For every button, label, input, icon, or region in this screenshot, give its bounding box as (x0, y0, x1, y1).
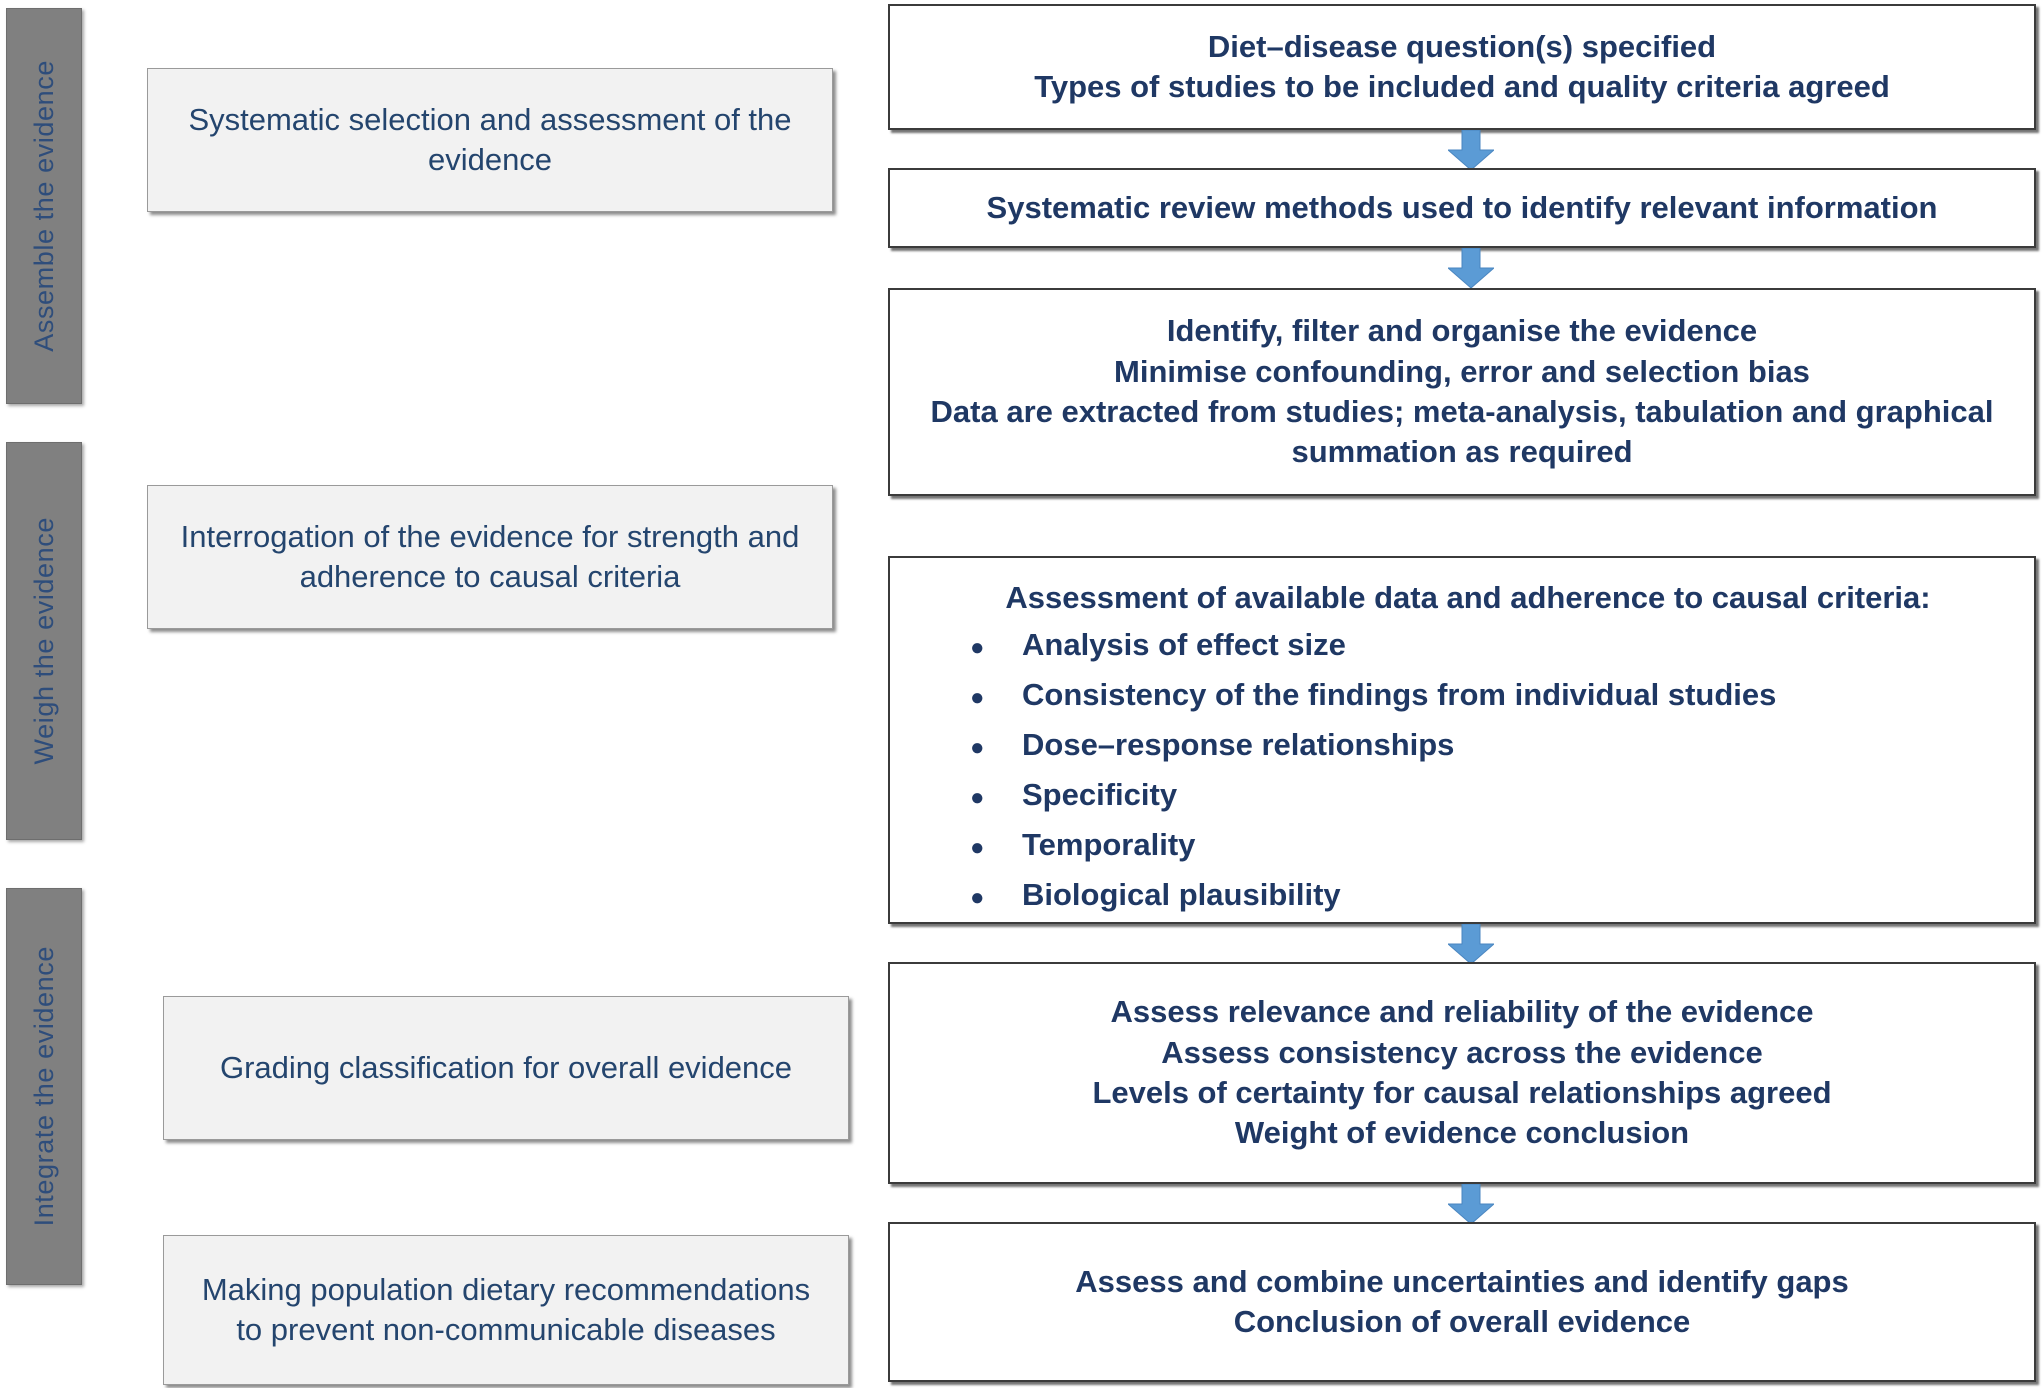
process-box-systematic-review-methods: Systematic review methods used to identi… (888, 168, 2036, 248)
process-line: Types of studies to be included and qual… (1034, 69, 1890, 104)
description-text: Systematic selection and assessment of t… (188, 102, 792, 177)
stage-bar-assemble: Assemble the evidence (6, 8, 82, 404)
process-line: Assess consistency across the evidence (1161, 1034, 1763, 1070)
arrow-down-icon (1448, 1184, 1494, 1224)
list-item-label: Analysis of effect size (1022, 627, 1346, 662)
list-item: ● Consistency of the findings from indiv… (970, 677, 2034, 713)
description-text: Grading classification for overall evide… (219, 1050, 793, 1086)
process-box-identify-filter-organise: Identify, filter and organise the eviden… (888, 288, 2036, 496)
list-item-label: Consistency of the findings from individ… (1022, 677, 1777, 713)
arrow-down-icon (1448, 248, 1494, 288)
arrow-down-glyph (1448, 1184, 1494, 1224)
list-item-label: Specificity (1022, 777, 1178, 813)
bullet-point-icon: ● (970, 784, 985, 812)
stage-label-integrate: Integrate the evidence (28, 946, 59, 1227)
arrow-down-icon (1448, 130, 1494, 170)
process-line: Identify, filter and organise the eviden… (1166, 313, 1758, 349)
causal-criteria-list: ● Analysis of effect size ● Consistency … (956, 627, 2034, 929)
description-box-grading-classification: Grading classification for overall evide… (163, 996, 849, 1140)
description-box-systematic-selection: Systematic selection and assessment of t… (147, 68, 833, 212)
process-line: Levels of certainty for causal relations… (1092, 1075, 1832, 1110)
stage-bar-weigh: Weigh the evidence (6, 442, 82, 840)
process-line: Assess and combine uncertainties and ide… (1075, 1263, 1849, 1299)
arrow-down-icon (1448, 924, 1494, 964)
list-item: ● Temporality (970, 828, 2034, 862)
process-line: Diet–disease question(s) specified (1207, 28, 1717, 64)
arrow-down-glyph (1448, 924, 1494, 964)
stage-label-assemble: Assemble the evidence (28, 60, 59, 352)
stage-bar-integrate: Integrate the evidence (6, 888, 82, 1285)
bullet-point-icon: ● (970, 734, 985, 762)
process-line: Assess relevance and reliability of the … (1110, 994, 1814, 1030)
description-text: Interrogation of the evidence for streng… (180, 519, 800, 594)
list-item: ● Dose–response relationships (970, 728, 2034, 762)
process-line: Minimise confounding, error and selectio… (1114, 353, 1810, 389)
process-box-combine-uncertainties: Assess and combine uncertainties and ide… (888, 1222, 2036, 1382)
description-box-interrogation: Interrogation of the evidence for streng… (147, 485, 833, 629)
process-line: Data are extracted from studies; meta-an… (930, 394, 1994, 429)
process-line: summation as required (1291, 434, 1633, 470)
list-item-label: Dose–response relationships (1022, 727, 1455, 763)
description-text: Making population dietary recommendation… (201, 1272, 811, 1347)
list-item: ● Biological plausibility (970, 878, 2034, 912)
list-item-label: Temporality (1022, 827, 1196, 863)
stage-label-weigh: Weigh the evidence (28, 517, 59, 765)
criteria-heading: Assessment of available data and adheren… (1005, 580, 1931, 615)
bullet-point-icon: ● (970, 634, 985, 661)
process-box-assess-relevance-reliability: Assess relevance and reliability of the … (888, 962, 2036, 1184)
bullet-point-icon: ● (970, 834, 985, 862)
bullet-point-icon: ● (970, 684, 985, 712)
process-box-causal-criteria-assessment: Assessment of available data and adheren… (888, 556, 2036, 924)
arrow-down-glyph (1448, 130, 1494, 170)
process-line: Weight of evidence conclusion (1234, 1115, 1690, 1151)
bullet-point-icon: ● (970, 884, 985, 912)
description-box-population-recommendations: Making population dietary recommendation… (163, 1235, 849, 1385)
process-box-question-specification: Diet–disease question(s) specified Types… (888, 4, 2036, 130)
arrow-down-glyph (1448, 248, 1494, 288)
process-line: Conclusion of overall evidence (1233, 1304, 1691, 1339)
list-item-label: Biological plausibility (1022, 877, 1341, 913)
list-item: ● Specificity (970, 778, 2034, 812)
process-line: Systematic review methods used to identi… (986, 189, 1938, 225)
list-item: ● Analysis of effect size (970, 627, 2034, 662)
